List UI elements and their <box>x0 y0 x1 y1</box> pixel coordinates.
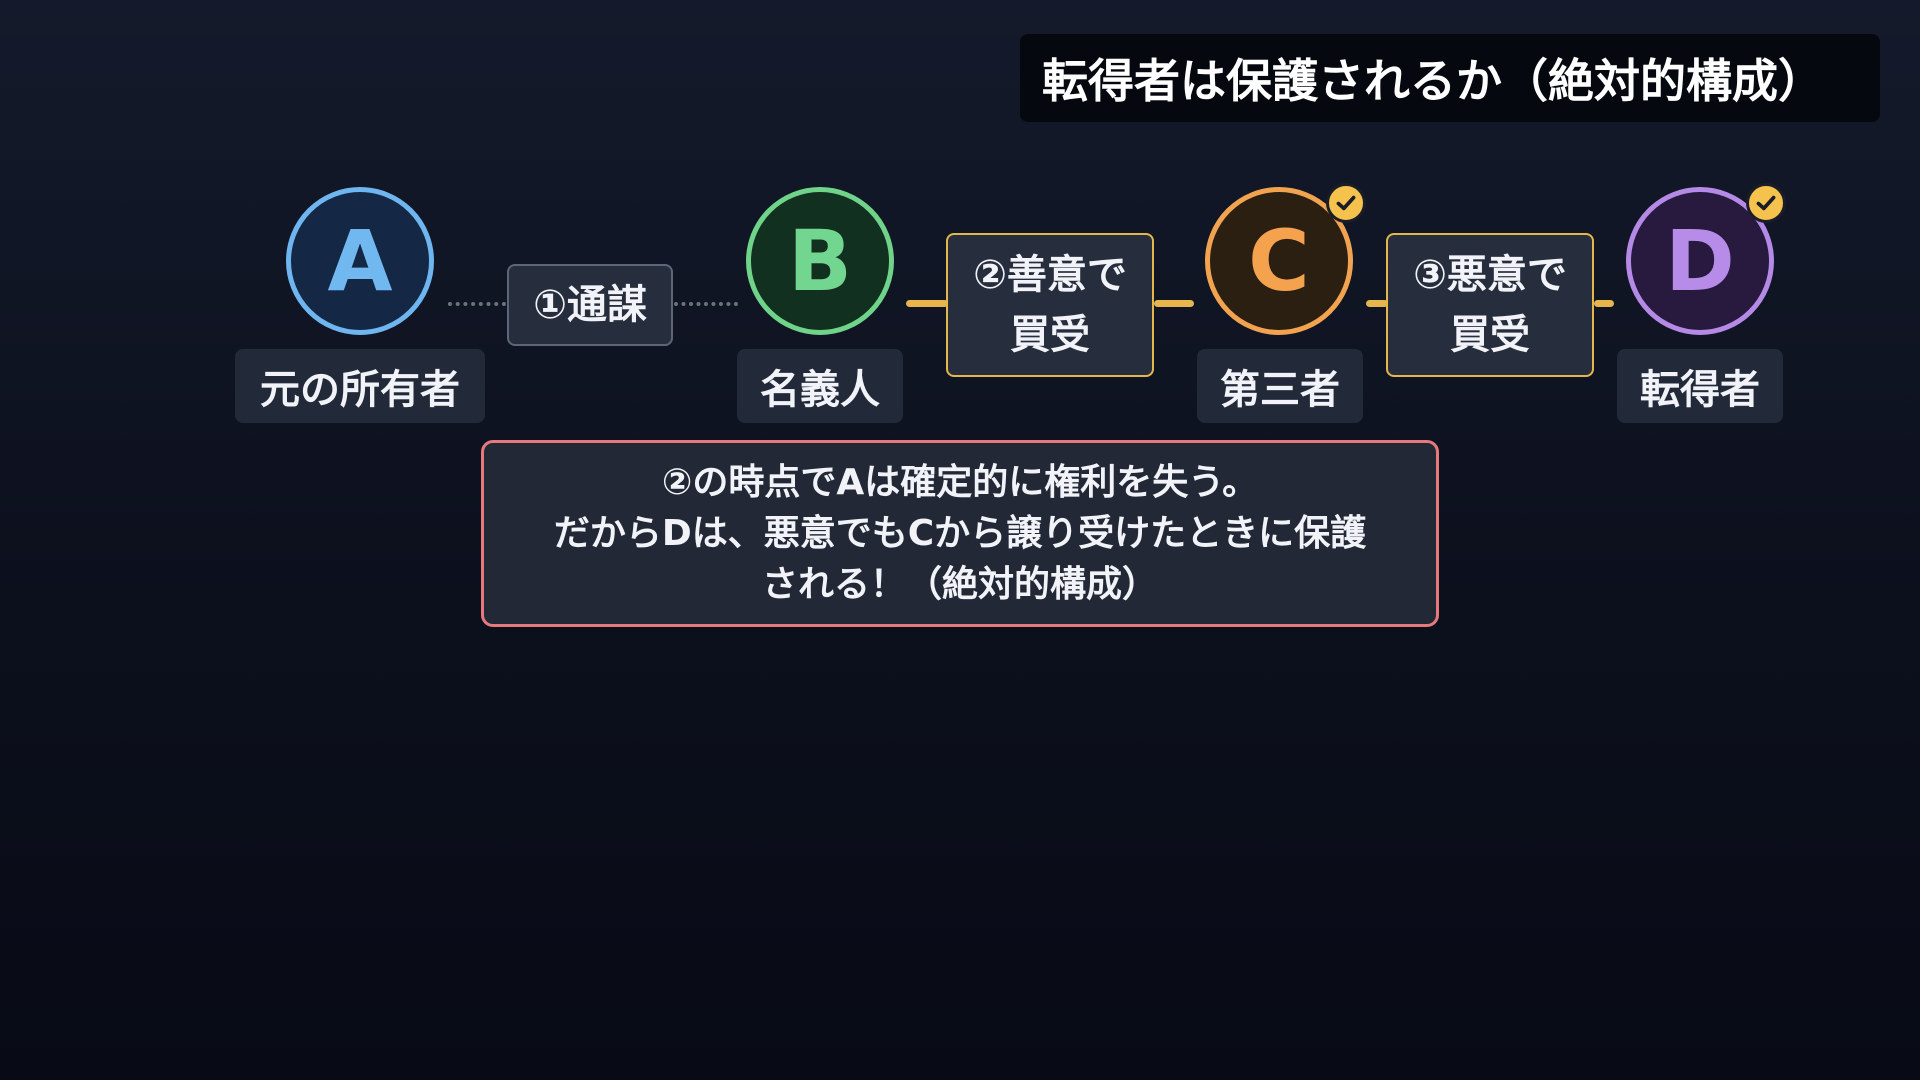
node-b-label: 名義人 <box>737 349 903 423</box>
node-a: A <box>286 187 434 335</box>
node-c-letter: C <box>1248 212 1310 310</box>
connector-a-edge1 <box>448 302 506 306</box>
check-icon <box>1326 183 1366 223</box>
check-icon <box>1746 183 1786 223</box>
explanation-note: ②の時点でAは確定的に権利を失う。 だからDは、悪意でもCから譲り受けたときに保… <box>481 440 1439 627</box>
connector-edge2-c <box>1154 300 1194 307</box>
node-b-letter: B <box>787 212 853 310</box>
check-mark-d <box>1756 195 1776 211</box>
note-line-1: ②の時点でAは確定的に権利を失う。 <box>661 461 1259 503</box>
edge-label-good-faith-purchase: ②善意で 買受 <box>946 233 1154 377</box>
node-b: B <box>746 187 894 335</box>
edge-3-line1: ③悪意で <box>1413 252 1567 298</box>
node-d: D <box>1626 187 1774 335</box>
connector-edge1-b <box>674 302 738 306</box>
note-line-2: だからDは、悪意でもCから譲り受けたときに保護 <box>553 512 1367 554</box>
node-a-label: 元の所有者 <box>235 349 485 423</box>
node-a-letter: A <box>327 212 393 310</box>
node-c-label: 第三者 <box>1197 349 1363 423</box>
edge-3-line2: 買受 <box>1450 312 1530 358</box>
node-d-letter: D <box>1665 212 1735 310</box>
edge-label-collusion: ①通謀 <box>507 264 673 346</box>
connector-edge3-d <box>1594 300 1614 307</box>
node-d-label: 転得者 <box>1617 349 1783 423</box>
page-title: 転得者は保護されるか（絶対的構成） <box>1020 34 1880 122</box>
connector-b-edge2 <box>906 300 948 307</box>
connector-c-edge3 <box>1366 300 1388 307</box>
check-mark-c <box>1336 195 1356 211</box>
edge-2-line2: 買受 <box>1010 312 1090 358</box>
edge-2-line1: ②善意で <box>973 252 1127 298</box>
note-line-3: される！（絶対的構成） <box>761 564 1158 606</box>
edge-label-bad-faith-purchase: ③悪意で 買受 <box>1386 233 1594 377</box>
